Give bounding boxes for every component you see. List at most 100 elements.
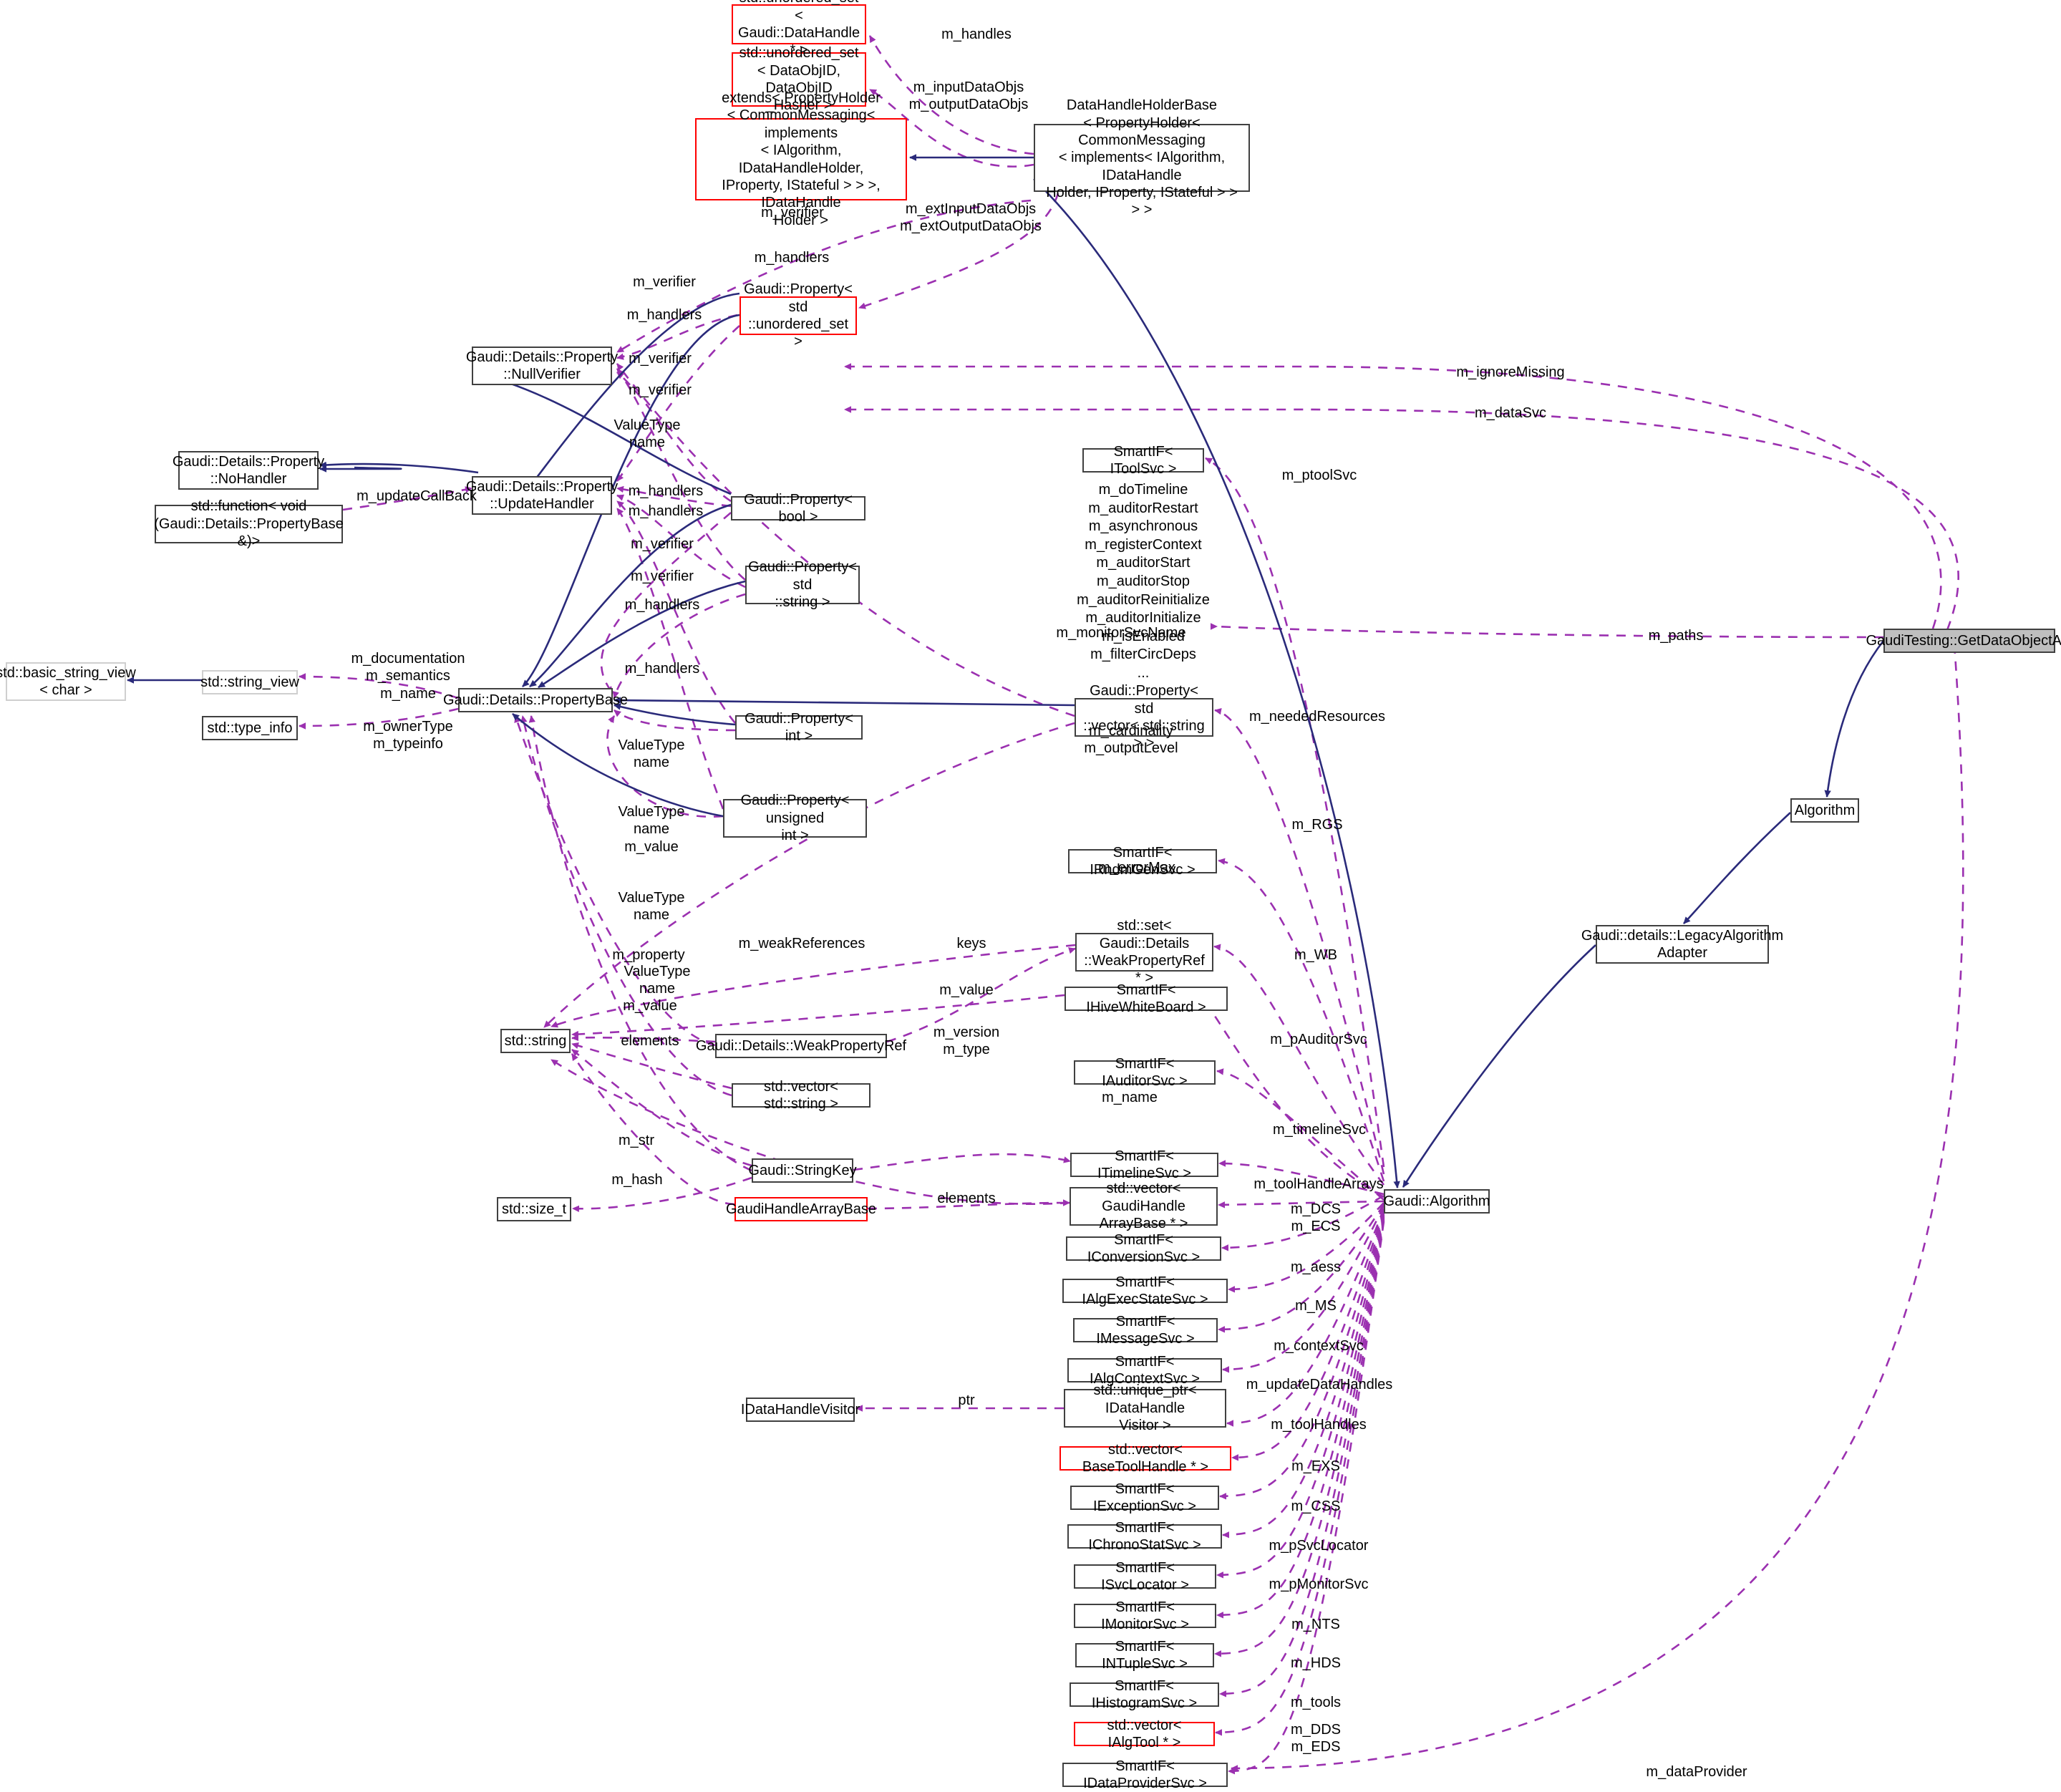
edge-label: m_EXS [1291, 1458, 1340, 1474]
node-std-string[interactable]: std::string [500, 1029, 571, 1053]
edge-label: m_verifier [629, 382, 692, 398]
edge-label: m_name [1102, 1090, 1158, 1105]
edge-label: m_dataProvider [1646, 1764, 1747, 1780]
edge-label: m_pAuditorSvc [1270, 1032, 1367, 1047]
edge-label: m_verifier [629, 351, 692, 367]
edge-label: m_HDS [1290, 1655, 1342, 1671]
edge-label: m_handlers [624, 661, 700, 677]
edge-label: ValueType name [618, 890, 685, 924]
edge-label: ValueType name [624, 964, 691, 997]
edge-label: m_DCS m_ECS [1290, 1201, 1342, 1235]
node-gaudi-property-unsigned-int[interactable]: Gaudi::Property< unsigned int > [723, 793, 867, 843]
edge-label: m_property [612, 947, 685, 963]
edge-label: m_MS [1295, 1298, 1337, 1314]
edge-label: m_handlers [626, 307, 702, 323]
edge-label: m_handlers [624, 597, 700, 613]
node-smartif-imessagesvc[interactable]: SmartIF< IMessageSvc > [1073, 1314, 1218, 1347]
edge-label: m_handlers [628, 483, 704, 499]
node-gauditesting-getdataobjectalg[interactable]: GaudiTesting::GetDataObjectAlg [1866, 629, 2061, 653]
node-gaudi-algorithm[interactable]: Gaudi::Algorithm [1384, 1189, 1490, 1214]
algorithm-property-list: m_doTimeline m_auditorRestart m_asynchro… [1077, 482, 1210, 681]
node-std-vector-gaudihandlearraybase[interactable]: std::vector< GaudiHandle ArrayBase * > [1070, 1181, 1218, 1231]
node-std-vector-basetoolhandle[interactable]: std::vector< BaseToolHandle * > [1059, 1442, 1231, 1475]
node-smartif-iauditorsvc[interactable]: SmartIF< IAuditorSvc > [1074, 1056, 1216, 1089]
node-smartif-ialgexecstatesvc[interactable]: SmartIF< IAlgExecStateSvc > [1062, 1274, 1228, 1307]
edge-label: m_weakReferences [738, 936, 865, 951]
node-property-updatehandler[interactable]: Gaudi::Details::Property ::UpdateHandler [466, 476, 618, 515]
edge-label: m_tools [1290, 1695, 1342, 1710]
node-std-basic-string-view-char[interactable]: std::basic_string_view < char > [0, 662, 136, 701]
node-idatahandlevisitor[interactable]: IDataHandleVisitor [741, 1398, 860, 1422]
node-property-nullverifier[interactable]: Gaudi::Details::Property ::NullVerifier [466, 347, 618, 385]
edge-label: m_value [623, 998, 677, 1014]
edge-label: ValueType name m_value [618, 804, 685, 855]
edge-label: m_extInputDataObjs m_extOutputDataObjs [900, 201, 1042, 235]
node-gaudi-property-string[interactable]: Gaudi::Property< std ::string > [745, 559, 860, 610]
edge-label: keys [956, 936, 986, 951]
node-smartif-ialgcontextsvc[interactable]: SmartIF< IAlgContextSvc > [1067, 1354, 1222, 1387]
edge-label: m_WB [1294, 947, 1337, 963]
node-smartif-ihivewhiteboard[interactable]: SmartIF< IHiveWhiteBoard > [1065, 982, 1228, 1015]
node-std-unique-ptr-idatahandlevisitor[interactable]: std::unique_ptr< IDataHandle Visitor > [1064, 1382, 1226, 1433]
node-smartif-intuplesvc[interactable]: SmartIF< INTupleSvc > [1075, 1639, 1214, 1672]
edge-label: m_verifier [633, 274, 696, 290]
node-gaudihandlearraybase[interactable]: GaudiHandleArrayBase [726, 1197, 876, 1221]
node-std-set-weakpropertyref[interactable]: std::set< Gaudi::Details ::WeakPropertyR… [1075, 918, 1213, 986]
edge-label: m_aess [1290, 1259, 1342, 1275]
node-extends-propertyholder[interactable]: extends< PropertyHolder < CommonMessagin… [695, 90, 907, 228]
edge-label: m_verifier [761, 205, 824, 221]
node-smartif-isvclocator[interactable]: SmartIF< ISvcLocator > [1074, 1560, 1216, 1593]
edge-label: elements [937, 1191, 996, 1206]
node-smartif-itoolsvc[interactable]: SmartIF< IToolSvc > [1082, 444, 1204, 477]
node-datahandleholderbase[interactable]: DataHandleHolderBase < PropertyHolder< C… [1034, 97, 1250, 218]
node-smartif-imonitorsvc[interactable]: SmartIF< IMonitorSvc > [1074, 1599, 1216, 1632]
node-gaudi-stringkey[interactable]: Gaudi::StringKey [748, 1158, 857, 1183]
edge-label: m_DDS m_EDS [1290, 1722, 1342, 1755]
node-std-string-view[interactable]: std::string_view [200, 670, 299, 694]
edge-label: m_monitorSvcName [1056, 625, 1186, 641]
node-std-unordered-set-datahandle[interactable]: std::unordered_set < Gaudi::DataHandle *… [732, 0, 866, 58]
node-gaudi-property-bool[interactable]: Gaudi::Property< bool > [731, 492, 865, 525]
node-std-function-void-propertybase[interactable]: std::function< void (Gaudi::Details::Pro… [154, 498, 344, 550]
node-smartif-iexceptionsvc[interactable]: SmartIF< IExceptionSvc > [1070, 1481, 1219, 1514]
edge-label: m_str [619, 1133, 654, 1148]
node-gaudi-details-propertybase[interactable]: Gaudi::Details::PropertyBase [443, 688, 628, 712]
node-gaudi-property-unordered-set[interactable]: Gaudi::Property< std ::unordered_set > [739, 281, 857, 349]
node-gaudi-property-int[interactable]: Gaudi::Property< int > [735, 711, 863, 744]
node-smartif-ihistogramsvc[interactable]: SmartIF< IHistogramSvc > [1070, 1678, 1219, 1711]
node-smartif-ichronostatsvc[interactable]: SmartIF< IChronoStatSvc > [1067, 1520, 1222, 1553]
edge-label: m_errorMax [1098, 860, 1175, 876]
node-algorithm[interactable]: Algorithm [1790, 798, 1859, 823]
edge-label: m_verifier [631, 536, 694, 552]
edge-label: m_contextSvc [1274, 1338, 1364, 1354]
node-smartif-iconversionsvc[interactable]: SmartIF< IConversionSvc > [1066, 1232, 1221, 1265]
edge-label: m_version m_type [933, 1025, 1000, 1058]
node-std-vector-ialgtool[interactable]: std::vector< IAlgTool * > [1074, 1718, 1215, 1750]
edge-label: m_updateCallBack [357, 488, 477, 504]
edge-label: m_cardinality m_outputLevel [1084, 723, 1178, 757]
edge-label: m_RGS [1291, 817, 1343, 833]
edge-label: m_inputDataObjs m_outputDataObjs [908, 79, 1029, 113]
edge-label: m_pMonitorSvc [1269, 1577, 1369, 1592]
node-legacy-algorithm-adapter[interactable]: Gaudi::details::LegacyAlgorithm Adapter [1581, 925, 1783, 964]
node-std-size-t[interactable]: std::size_t [497, 1197, 571, 1221]
node-gaudi-details-weakpropertyref[interactable]: Gaudi::Details::WeakPropertyRef [696, 1034, 906, 1058]
edge-label: m_paths [1648, 628, 1704, 644]
edge-label: m_handlers [754, 250, 830, 266]
edge-label: m_updateDataHandles [1246, 1377, 1393, 1393]
edge-label: ValueType name [614, 417, 681, 451]
edge-label: m_handles [941, 26, 1012, 42]
node-std-vector-string[interactable]: std::vector< std::string > [732, 1079, 871, 1112]
node-property-nohandler[interactable]: Gaudi::Details::Property ::NoHandler [173, 451, 324, 490]
edge-label: ptr [958, 1393, 975, 1408]
edge-label: m_ignoreMissing [1456, 364, 1565, 380]
node-smartif-idataprovidersvc[interactable]: SmartIF< IDataProviderSvc > [1062, 1758, 1228, 1791]
node-smartif-itimelinesvc[interactable]: SmartIF< ITimelineSvc > [1070, 1148, 1218, 1181]
edge-label: m_CSS [1291, 1498, 1341, 1514]
edge-label: m_ownerType m_typeinfo [363, 719, 453, 752]
edge-label: m_toolHandles [1271, 1417, 1367, 1433]
node-std-type-info[interactable]: std::type_info [202, 716, 298, 740]
edge-label: m_verifier [631, 568, 694, 584]
